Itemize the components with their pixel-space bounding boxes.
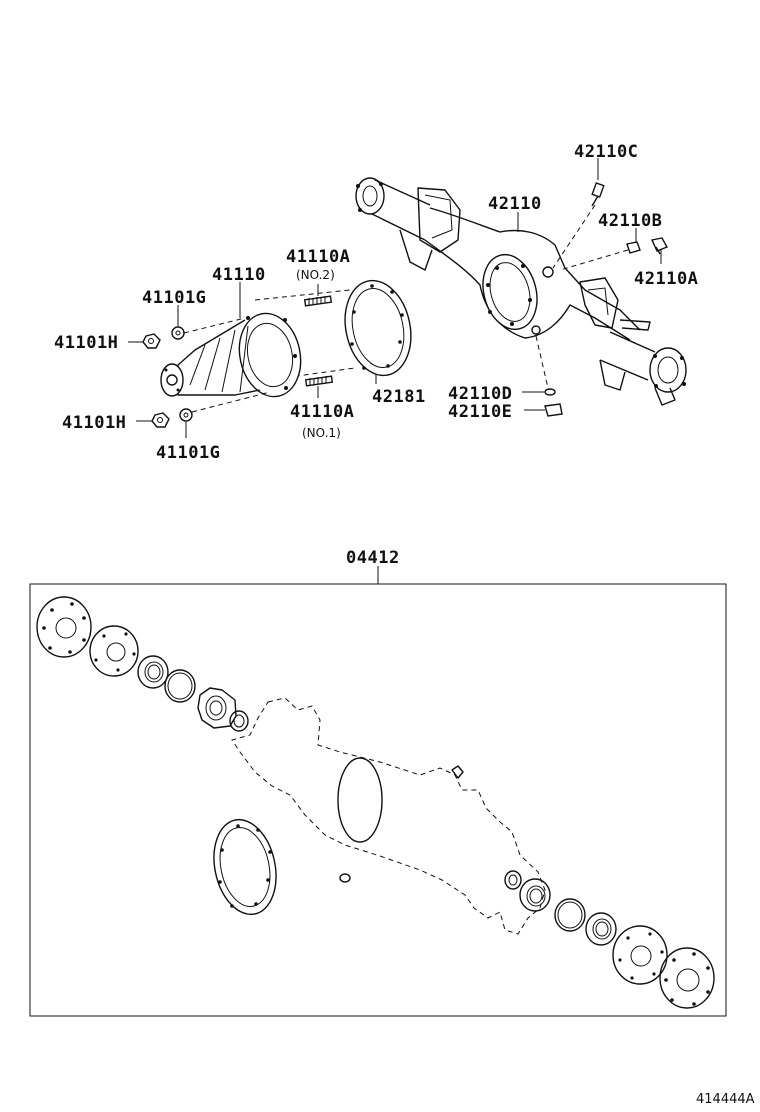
kit-oil-seal-right[interactable] xyxy=(585,912,617,946)
label-42110B: 42110B xyxy=(598,211,662,231)
label-42110A-right: 42110A xyxy=(634,269,698,289)
stud-41110A-no2[interactable] xyxy=(303,295,333,307)
label-41101H-bottom: 41101H xyxy=(62,413,126,433)
label-41110A-bottom: 41110A xyxy=(290,402,354,422)
gasket-42181[interactable] xyxy=(254,274,419,381)
label-41110A-top: 41110A xyxy=(286,247,350,267)
label-no2: (NO.2) xyxy=(296,268,335,282)
label-41101G-top: 41101G xyxy=(142,288,206,308)
kit-small-gasket-bottom[interactable] xyxy=(339,873,351,883)
kit-flange-gasket-right-outer[interactable] xyxy=(659,947,715,1009)
leader-lines-upper xyxy=(128,158,662,438)
label-41101G-bottom: 41101G xyxy=(156,443,220,463)
label-42110D: 42110D xyxy=(448,384,512,404)
figure-id: 414444A xyxy=(696,1092,755,1107)
kit-carrier-gasket[interactable] xyxy=(206,814,285,920)
label-42110: 42110 xyxy=(488,194,542,214)
kit-hub-seal-left[interactable] xyxy=(197,687,237,729)
kit-flange-gasket-left-inner[interactable] xyxy=(89,625,139,677)
gasket-kit-frame-04412 xyxy=(29,583,727,1017)
label-41101H-top: 41101H xyxy=(54,333,118,353)
differential-carrier-41110[interactable] xyxy=(160,308,308,403)
axle-housing-42110[interactable] xyxy=(355,177,687,406)
kit-small-seal-left[interactable] xyxy=(229,710,249,732)
kit-oil-seal-left[interactable] xyxy=(137,655,169,689)
washer-41101G-top[interactable] xyxy=(171,317,246,340)
kit-flange-gasket-left-outer[interactable] xyxy=(36,596,92,658)
plug-42110A[interactable] xyxy=(650,237,668,255)
washer-41101G-bot[interactable] xyxy=(179,391,271,422)
label-no1: (NO.1) xyxy=(302,426,341,440)
label-42110C: 42110C xyxy=(574,142,638,162)
kit-small-gasket-top[interactable] xyxy=(451,765,464,779)
kit-hub-seal-right[interactable] xyxy=(519,878,551,912)
label-42181: 42181 xyxy=(372,387,426,407)
kit-small-seal-right[interactable] xyxy=(504,870,522,890)
nut-41101H-bot[interactable] xyxy=(151,412,170,428)
filler-plug-42110B[interactable] xyxy=(559,241,641,271)
breather-plug-42110C[interactable] xyxy=(552,182,605,269)
kit-housing-opening xyxy=(337,757,383,843)
stud-41110A-no1[interactable] xyxy=(304,375,334,387)
label-42110E: 42110E xyxy=(448,402,512,422)
kit-housing-outline xyxy=(231,697,546,935)
kit-o-ring-right[interactable] xyxy=(554,898,586,932)
nut-41101H-top[interactable] xyxy=(142,333,161,349)
kit-flange-gasket-right-inner[interactable] xyxy=(612,925,668,985)
label-04412: 04412 xyxy=(346,548,400,568)
kit-o-ring-left[interactable] xyxy=(164,669,196,703)
drain-plug-42110D-E[interactable] xyxy=(535,335,563,417)
label-41110: 41110 xyxy=(212,265,266,285)
